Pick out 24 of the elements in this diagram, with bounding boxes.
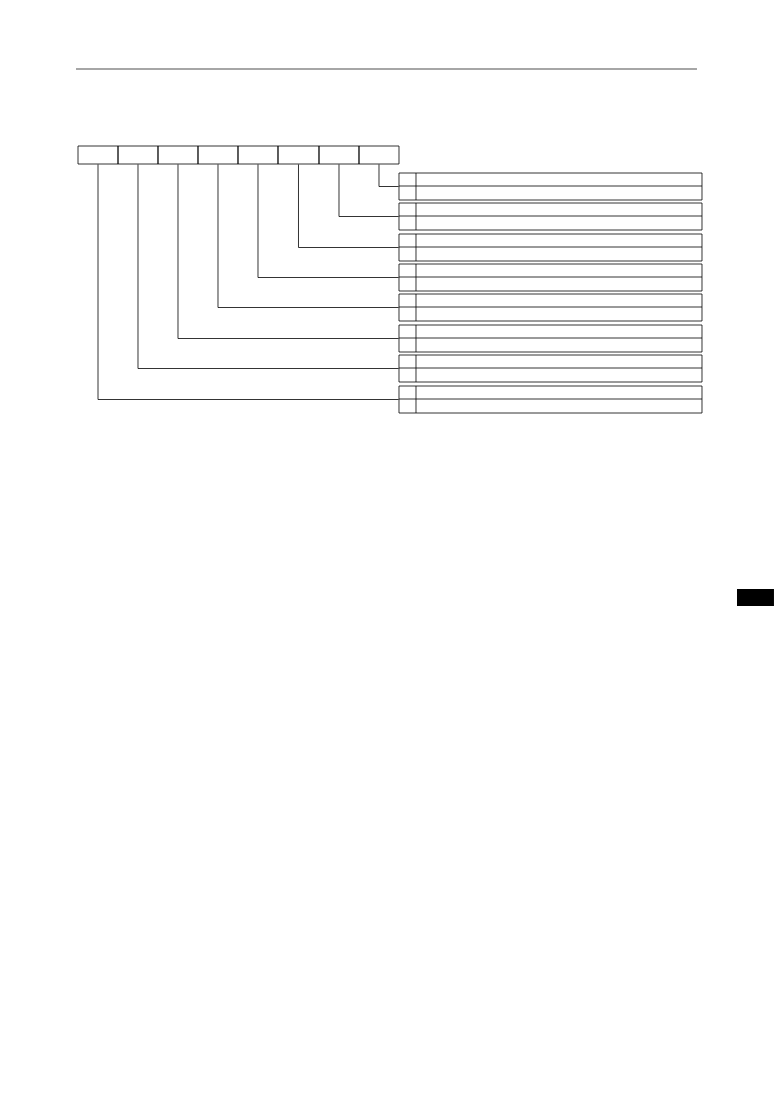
- field-table: [398, 172, 703, 201]
- bit-cell: [237, 145, 279, 165]
- leader-line: [137, 164, 399, 369]
- leader-line: [257, 164, 399, 278]
- field-table: [398, 385, 703, 414]
- bit-cell: [157, 145, 199, 165]
- field-table: [398, 293, 703, 322]
- bit-cell: [77, 145, 119, 165]
- field-table: [398, 233, 703, 262]
- bit-cell: [277, 145, 320, 165]
- field-table: [398, 202, 703, 231]
- leader-line: [338, 164, 399, 217]
- field-table: [398, 324, 703, 353]
- leader-line: [298, 164, 399, 248]
- leader-line: [378, 164, 399, 187]
- leader-line: [217, 164, 399, 308]
- field-table: [398, 263, 703, 292]
- leader-line: [97, 164, 399, 400]
- bit-cell: [358, 145, 400, 165]
- bit-cell: [197, 145, 239, 165]
- field-table: [398, 354, 703, 383]
- bit-cell: [318, 145, 360, 165]
- bit-cell: [117, 145, 159, 165]
- leader-line: [177, 164, 399, 339]
